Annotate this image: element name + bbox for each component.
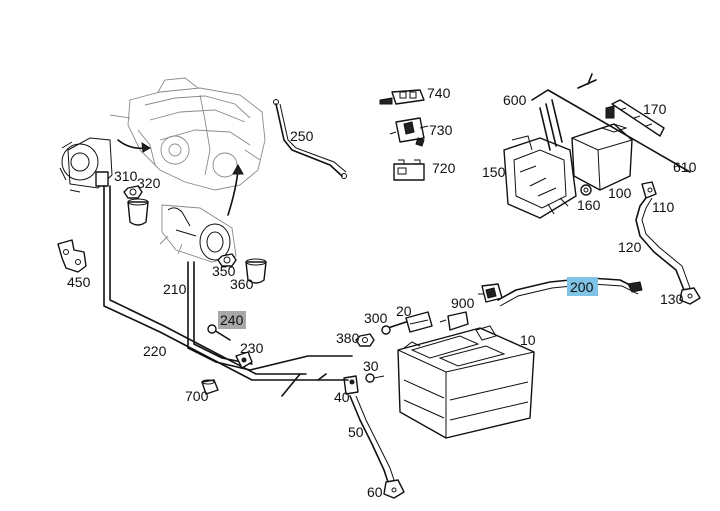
part-250-ground-strap <box>273 99 347 179</box>
part-130-cap <box>679 287 701 305</box>
part-720-fuse <box>393 159 425 181</box>
label-110: 110 <box>652 199 675 215</box>
label-230: 230 <box>240 340 264 356</box>
label-900: 900 <box>451 295 475 311</box>
part-450-bracket <box>57 239 87 273</box>
label-450: 450 <box>67 274 91 290</box>
part-110-terminal <box>641 181 657 199</box>
label-220: 220 <box>143 343 167 359</box>
label-240: 240 <box>220 312 244 328</box>
label-600: 600 <box>503 92 527 108</box>
part-900-clamp <box>478 283 503 303</box>
label-320: 320 <box>137 175 161 191</box>
label-210: 210 <box>163 281 187 297</box>
part-20-holder <box>405 311 433 333</box>
part-210-harness <box>187 261 353 371</box>
part-740-relay <box>379 89 425 105</box>
part-380-nut <box>355 333 375 347</box>
label-60: 60 <box>367 484 383 500</box>
label-170: 170 <box>643 101 667 117</box>
part-730-fuse-box <box>389 117 429 147</box>
part-60-cap <box>383 479 405 499</box>
label-310: 310 <box>114 168 138 184</box>
label-200: 200 <box>570 279 594 295</box>
part-900-bracket <box>439 311 469 331</box>
label-740: 740 <box>427 85 451 101</box>
label-360: 360 <box>230 276 254 292</box>
label-150: 150 <box>482 164 506 180</box>
label-160: 160 <box>577 197 601 213</box>
alternator <box>59 137 113 193</box>
starter-motor <box>159 204 237 263</box>
highlight-200 <box>567 277 598 296</box>
part-170-bracket <box>605 99 665 137</box>
label-380: 380 <box>336 330 360 346</box>
label-50: 50 <box>348 424 364 440</box>
label-350: 350 <box>212 263 236 279</box>
label-610: 610 <box>673 159 697 175</box>
label-700: 700 <box>185 388 209 404</box>
label-10: 10 <box>520 332 536 348</box>
part-120-cable <box>635 197 691 291</box>
part-700-grommet <box>201 379 219 395</box>
label-300: 300 <box>364 310 388 326</box>
part-30-bolt <box>365 373 385 383</box>
part-310-nut <box>123 185 143 199</box>
label-40: 40 <box>334 389 350 405</box>
part-300-bolt <box>381 321 407 335</box>
label-250: 250 <box>290 128 314 144</box>
label-120: 120 <box>618 239 642 255</box>
part-360-cap <box>245 258 267 284</box>
part-150-battery-tray <box>503 135 577 219</box>
label-720: 720 <box>432 160 456 176</box>
part-50-cable <box>349 395 395 483</box>
label-100: 100 <box>608 185 632 201</box>
label-20: 20 <box>396 303 412 319</box>
label-730: 730 <box>429 122 453 138</box>
part-10-battery <box>397 325 535 439</box>
part-240-bolt <box>207 324 231 341</box>
part-600-section <box>531 73 691 173</box>
part-220-harness <box>103 185 349 397</box>
part-160-clip <box>580 184 592 196</box>
label-130: 130 <box>660 291 684 307</box>
arrow-engine-right <box>227 169 239 216</box>
part-320-cap <box>127 198 149 226</box>
engine-block <box>109 77 266 191</box>
part-230-connector <box>235 351 253 369</box>
label-30: 30 <box>363 358 379 374</box>
highlight-240 <box>218 311 246 329</box>
part-350-nut <box>217 253 237 267</box>
